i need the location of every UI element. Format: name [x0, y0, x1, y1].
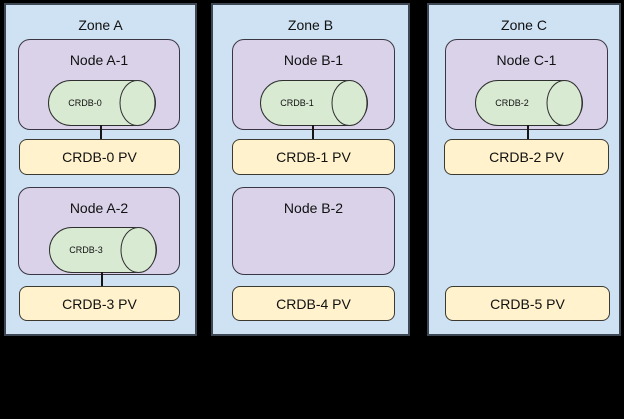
zone-c: Zone C Node C-1 CRDB-2 CRDB-2 PV CRDB-5 …	[427, 3, 621, 336]
pod-crdb-1: CRDB-1	[260, 80, 368, 126]
pv-crdb-5-label: CRDB-5 PV	[490, 295, 565, 312]
cylinder-icon	[48, 80, 156, 126]
cylinder-icon	[49, 227, 157, 273]
connector-line	[312, 125, 314, 140]
pv-crdb-2-label: CRDB-2 PV	[489, 149, 564, 165]
zone-c-label: Zone C	[501, 17, 547, 33]
pv-crdb-4-label: CRDB-4 PV	[276, 295, 351, 312]
node-a-1: Node A-1 CRDB-0	[18, 39, 180, 130]
pv-crdb-0-label: CRDB-0 PV	[62, 149, 137, 165]
zone-b: Zone B Node B-1 CRDB-1 CRDB-1 PV Node B-…	[211, 3, 410, 336]
connector-line	[100, 125, 102, 140]
pv-crdb-4: CRDB-4 PV	[232, 286, 395, 321]
pv-crdb-3-label: CRDB-3 PV	[62, 295, 137, 312]
node-c-1: Node C-1 CRDB-2	[445, 39, 608, 130]
pv-crdb-0: CRDB-0 PV	[19, 139, 180, 175]
node-a-2: Node A-2 CRDB-3	[18, 187, 180, 275]
pv-crdb-1: CRDB-1 PV	[232, 139, 395, 175]
node-c-1-label: Node C-1	[496, 52, 557, 68]
node-b-1-label: Node B-1	[283, 52, 344, 68]
zone-a-label: Zone A	[78, 17, 123, 33]
pod-crdb-3-label: CRDB-3	[69, 245, 103, 255]
pod-crdb-0: CRDB-0	[48, 80, 156, 126]
node-a-2-label: Node A-2	[69, 200, 129, 216]
cylinder-icon	[475, 80, 583, 126]
zone-a: Zone A Node A-1 CRDB-0 CRDB-0 PV Node A-…	[4, 3, 197, 336]
connector-line	[527, 125, 529, 140]
node-b-2-label: Node B-2	[283, 200, 344, 216]
zone-b-label: Zone B	[287, 17, 334, 33]
pod-crdb-2-label: CRDB-2	[495, 98, 529, 108]
pod-crdb-0-label: CRDB-0	[68, 98, 102, 108]
cylinder-icon	[260, 80, 368, 126]
pod-crdb-3: CRDB-3	[49, 227, 157, 273]
pv-crdb-1-label: CRDB-1 PV	[276, 149, 351, 165]
node-b-2: Node B-2	[232, 187, 395, 275]
pod-crdb-1-label: CRDB-1	[280, 98, 314, 108]
pod-crdb-2: CRDB-2	[475, 80, 583, 126]
node-b-1: Node B-1 CRDB-1	[232, 39, 395, 130]
connector-line	[101, 272, 103, 287]
pv-crdb-5: CRDB-5 PV	[445, 286, 610, 321]
node-a-1-label: Node A-1	[69, 52, 129, 68]
pv-crdb-3: CRDB-3 PV	[19, 286, 180, 321]
pv-crdb-2: CRDB-2 PV	[444, 139, 609, 175]
